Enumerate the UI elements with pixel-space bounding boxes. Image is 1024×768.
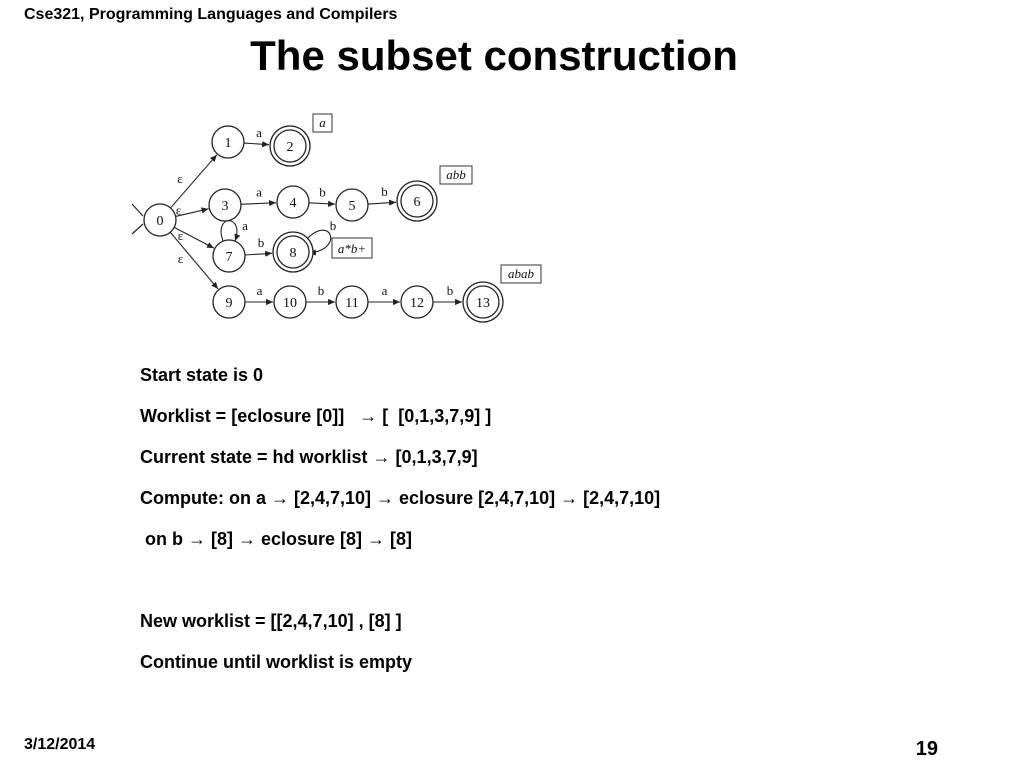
regex-tag: a [312, 113, 333, 133]
body-line: Worklist = [eclosure [0]] → [ [0,1,3,7,9… [140, 406, 492, 426]
body-line: Start state is 0 [140, 365, 264, 385]
nfa-state: 11 [335, 285, 369, 319]
state-label: 7 [226, 250, 233, 265]
body-line: Continue until worklist is empty [140, 652, 413, 672]
transition-label: a [256, 185, 262, 200]
transition-label: ε [176, 203, 182, 218]
nfa-transition [173, 226, 215, 249]
state-label: 9 [226, 296, 233, 311]
nfa-transition [240, 199, 277, 207]
state-label: 1 [225, 136, 232, 151]
transition-label: ε [177, 171, 183, 186]
nfa-state: 13 [462, 281, 504, 323]
transition-label: a [257, 283, 263, 298]
transition-label: ε [178, 228, 184, 243]
transition-label: ε [178, 251, 184, 266]
regex-tag: a*b+ [331, 237, 373, 259]
transition-label: b [381, 184, 388, 199]
footer-date: 3/12/2014 [24, 736, 96, 753]
nfa-state: 7 [212, 239, 246, 273]
transition-label: a [382, 283, 388, 298]
nfa-transition [367, 199, 397, 206]
transition-label: b [330, 218, 337, 233]
nfa-state: 9 [212, 285, 246, 319]
state-label: 8 [290, 246, 297, 261]
body-line [140, 567, 660, 608]
transition-label: b [447, 283, 454, 298]
nfa-state: 3 [208, 188, 242, 222]
nfa-transition [175, 207, 209, 217]
regex-tag-text: abb [446, 167, 466, 182]
transition-label: b [258, 235, 265, 250]
body-text: Start state is 0 Worklist = [eclosure [0]… [140, 362, 660, 690]
start-arrow [131, 203, 144, 217]
state-label: 5 [349, 199, 356, 214]
course-header: Cse321, Programming Languages and Compil… [24, 6, 398, 23]
regex-tag: abb [439, 165, 473, 185]
nfa-state: 6 [396, 180, 438, 222]
nfa-transition [169, 231, 219, 290]
nfa-state: 10 [273, 285, 307, 319]
body-line: on b → [8] → eclosure [8] → [8] [140, 529, 413, 549]
nfa-state: 0 [143, 203, 177, 237]
state-label: 11 [345, 296, 358, 311]
body-line: New worklist = [[2,4,7,10] , [8] ] [140, 611, 402, 631]
body-line: Compute: on a → [2,4,7,10] → eclosure [2… [140, 488, 661, 508]
nfa-transition [243, 141, 270, 148]
nfa-state: 4 [276, 185, 310, 219]
state-label: 6 [414, 195, 421, 210]
state-label: 3 [222, 199, 229, 214]
state-label: 12 [410, 296, 424, 311]
state-label: 0 [157, 214, 164, 229]
state-label: 10 [283, 296, 297, 311]
nfa-state: 1 [211, 125, 245, 159]
nfa-transition [220, 220, 241, 242]
transition-label: a [242, 218, 248, 233]
regex-tag-text: a*b+ [338, 241, 366, 256]
transition-label: b [318, 283, 325, 298]
transition-label: a [256, 125, 262, 140]
nfa-state: 8 [272, 231, 314, 273]
nfa-state: 12 [400, 285, 434, 319]
transition-label: b [319, 185, 326, 200]
state-label: 4 [290, 196, 297, 211]
page-number: 19 [915, 738, 938, 760]
nfa-transition [244, 250, 273, 257]
nfa-state: 2 [269, 125, 311, 167]
slide-title: The subset construction [250, 32, 738, 79]
start-arrow [131, 223, 144, 235]
regex-tag-text: a [319, 115, 326, 130]
regex-tag: abab [500, 264, 542, 284]
body-line: Current state = hd worklist → [0,1,3,7,9… [140, 447, 478, 467]
nfa-transition [304, 229, 332, 256]
regex-tag-text: abab [508, 266, 535, 281]
nfa-transition [170, 154, 218, 209]
state-label: 2 [287, 140, 294, 155]
nfa-state: 5 [335, 188, 369, 222]
nfa-transition [308, 200, 336, 207]
state-label: 13 [476, 296, 490, 311]
